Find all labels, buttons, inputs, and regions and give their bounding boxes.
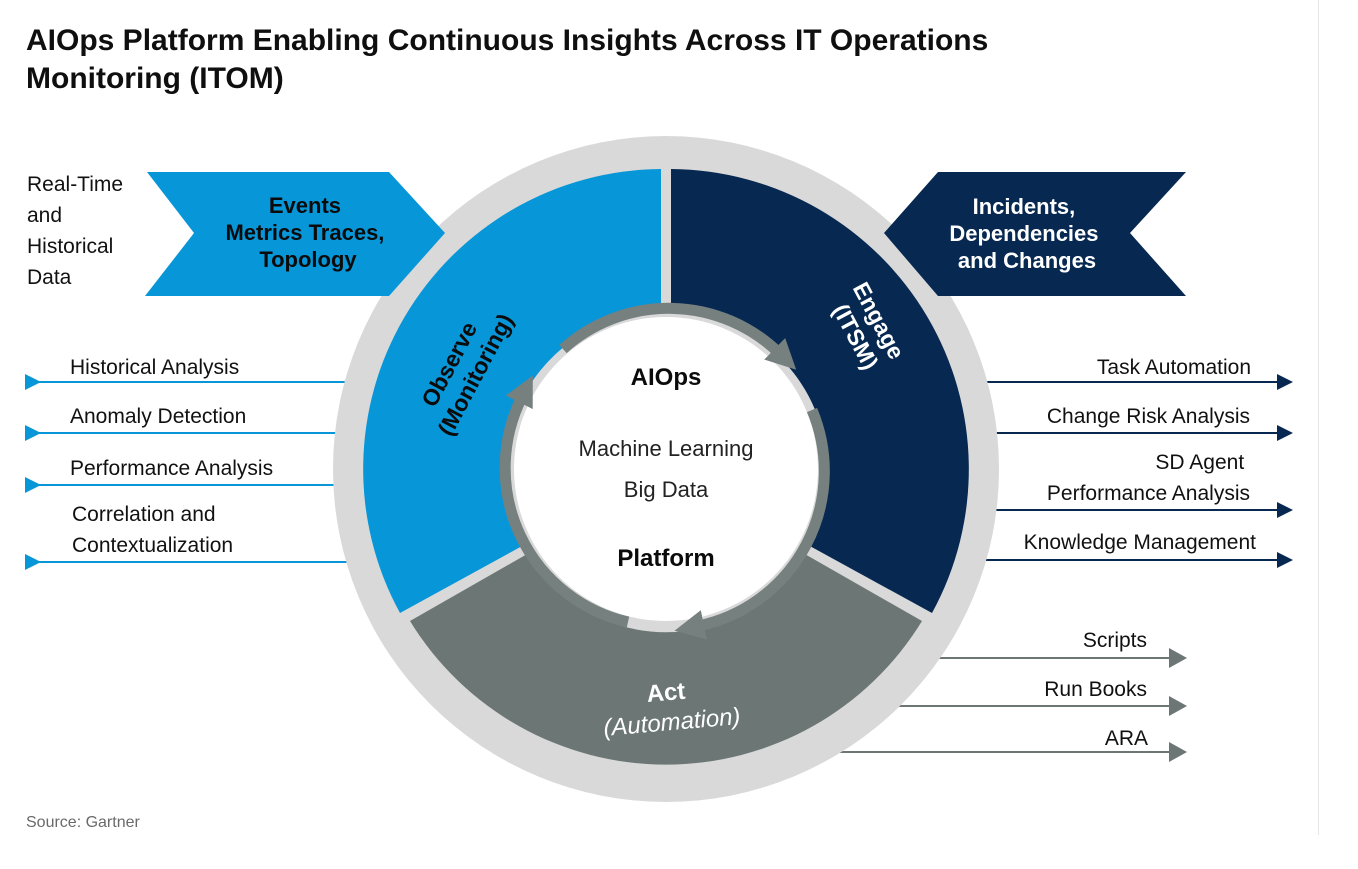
core-arrow-top: [559, 302, 797, 370]
engage-output-labels: Task Automation Change Risk Analysis SD …: [1024, 356, 1256, 554]
source-note: Source: Gartner: [26, 814, 140, 831]
output-anomaly-detection: Anomaly Detection: [70, 405, 246, 428]
output-change-risk: Change Risk Analysis: [1047, 405, 1250, 428]
core-ml: Machine Learning: [579, 436, 754, 461]
chevron-right-text: Incidents, Dependencies and Changes: [949, 194, 1104, 273]
core-platform: Platform: [617, 545, 714, 572]
page-title: AIOps Platform Enabling Continuous Insig…: [26, 22, 1206, 98]
output-sd-agent: SD Agent Performance Analysis: [1047, 451, 1250, 505]
output-correlation: Correlation and Contextualization: [72, 503, 233, 557]
output-knowledge-mgmt: Knowledge Management: [1024, 531, 1256, 554]
chevron-engage-input: [884, 172, 1186, 296]
core-bigdata: Big Data: [624, 477, 709, 502]
right-divider: [1318, 0, 1319, 835]
output-historical-analysis: Historical Analysis: [70, 356, 239, 379]
chevron-input: [145, 172, 445, 296]
act-segment: [410, 553, 922, 765]
input-data-label: Real-Time and Historical Data: [27, 173, 129, 289]
output-performance-analysis: Performance Analysis: [70, 457, 273, 480]
core-cycle-arrows: [499, 302, 830, 640]
output-scripts: Scripts: [1083, 629, 1147, 652]
core-circle: [514, 317, 818, 621]
core-arrow-right: [674, 407, 830, 640]
title-line-2: Monitoring (ITOM): [26, 62, 284, 95]
output-ara: ARA: [1105, 727, 1148, 750]
observe-output-labels: Historical Analysis Anomaly Detection Pe…: [70, 356, 273, 557]
core-arrow-left: [499, 375, 630, 628]
act-output-labels: Scripts Run Books ARA: [1044, 629, 1148, 750]
core-title: AIOps: [631, 364, 702, 391]
output-task-automation: Task Automation: [1097, 356, 1251, 379]
title-line-1: AIOps Platform Enabling Continuous Insig…: [26, 24, 989, 57]
engage-segment: [671, 169, 969, 613]
output-run-books: Run Books: [1044, 678, 1147, 701]
chevron-left-text: Events Metrics Traces, Topology: [225, 193, 390, 272]
